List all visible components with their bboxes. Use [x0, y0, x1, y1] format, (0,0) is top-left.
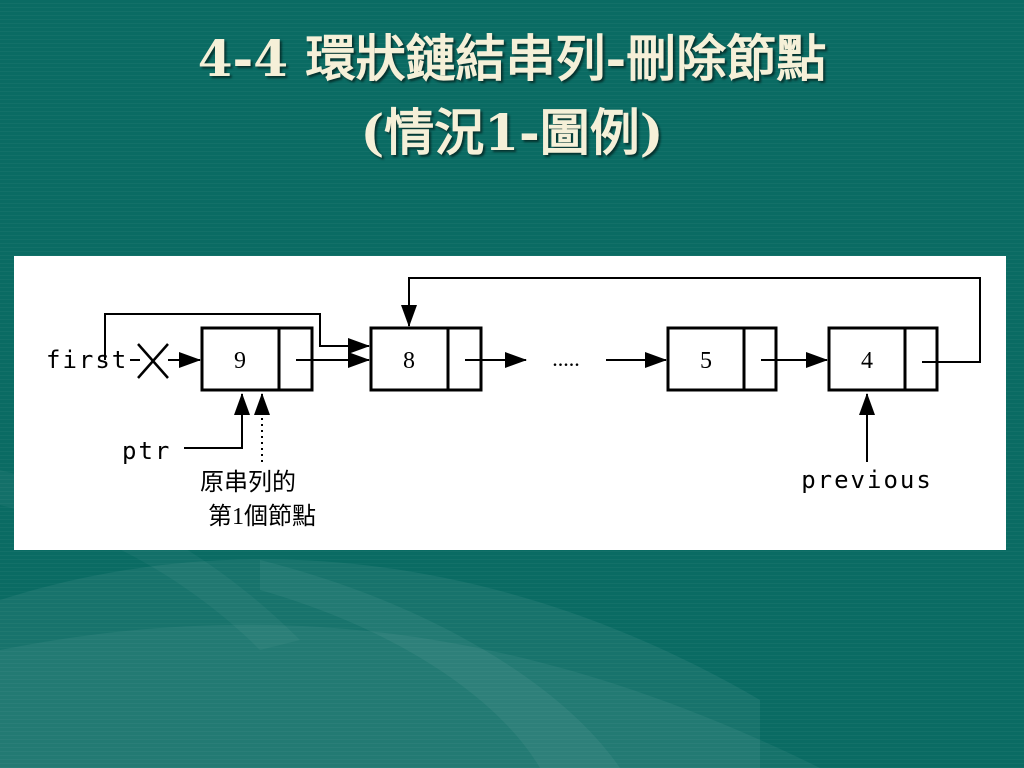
deleted-pointer-x-icon	[137, 343, 169, 379]
slide-title: 4-4 環狀鏈結串列-刪除節點	[197, 29, 827, 88]
first-label: first	[46, 346, 128, 374]
node-5: 5	[666, 326, 778, 392]
node-8: 8	[369, 326, 483, 392]
caption-line2: 第1個節點	[208, 503, 316, 530]
slide-subtitle: (情況1-圖例)	[360, 103, 664, 162]
node-9-value: 9	[234, 348, 246, 374]
circular-link-arrow	[401, 277, 981, 363]
ptr-arrow	[184, 393, 250, 449]
node-4: 4	[827, 326, 939, 392]
linked-list-diagram: 9 8 5 4 first	[14, 256, 1006, 550]
node-4-value: 4	[861, 348, 873, 374]
first-new-link-arrow	[104, 313, 370, 360]
diagram-canvas: 9 8 5 4 first	[46, 277, 981, 530]
node-5-value: 5	[700, 348, 712, 374]
node-8-value: 8	[403, 348, 415, 374]
node-9: 9	[200, 326, 314, 392]
ellipsis: .....	[552, 346, 580, 371]
caption-line1: 原串列的	[200, 469, 296, 496]
ptr-label: ptr	[122, 437, 171, 465]
previous-label: previous	[801, 466, 933, 494]
